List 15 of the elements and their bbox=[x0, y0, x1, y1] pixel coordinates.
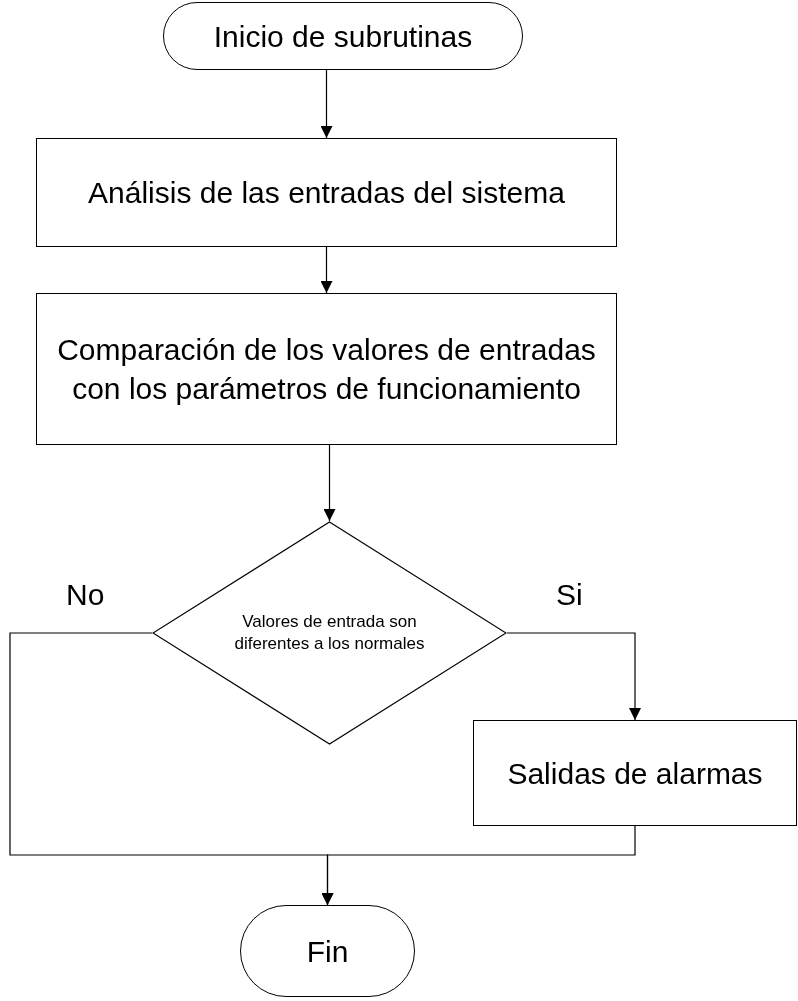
node-text: Inicio de subrutinas bbox=[212, 18, 474, 55]
process-box bbox=[473, 720, 797, 826]
arrow bbox=[323, 444, 336, 522]
arrow bbox=[320, 246, 333, 294]
node-text: Comparación de los valores de entradas con los parámetros de funcionamiento bbox=[56, 332, 597, 407]
node-text: Valores de entrada son diferentes a los normales bbox=[233, 610, 426, 655]
process-box bbox=[36, 138, 617, 247]
node-text: Salidas de alarmas bbox=[506, 755, 764, 792]
arrow bbox=[321, 825, 636, 906]
decision-diamond bbox=[152, 521, 507, 745]
arrow bbox=[506, 632, 641, 721]
process-box bbox=[36, 293, 617, 445]
node-text: Análisis de las entradas del sistema bbox=[87, 175, 566, 211]
arrow bbox=[320, 69, 333, 139]
node-text: Fin bbox=[305, 933, 350, 970]
